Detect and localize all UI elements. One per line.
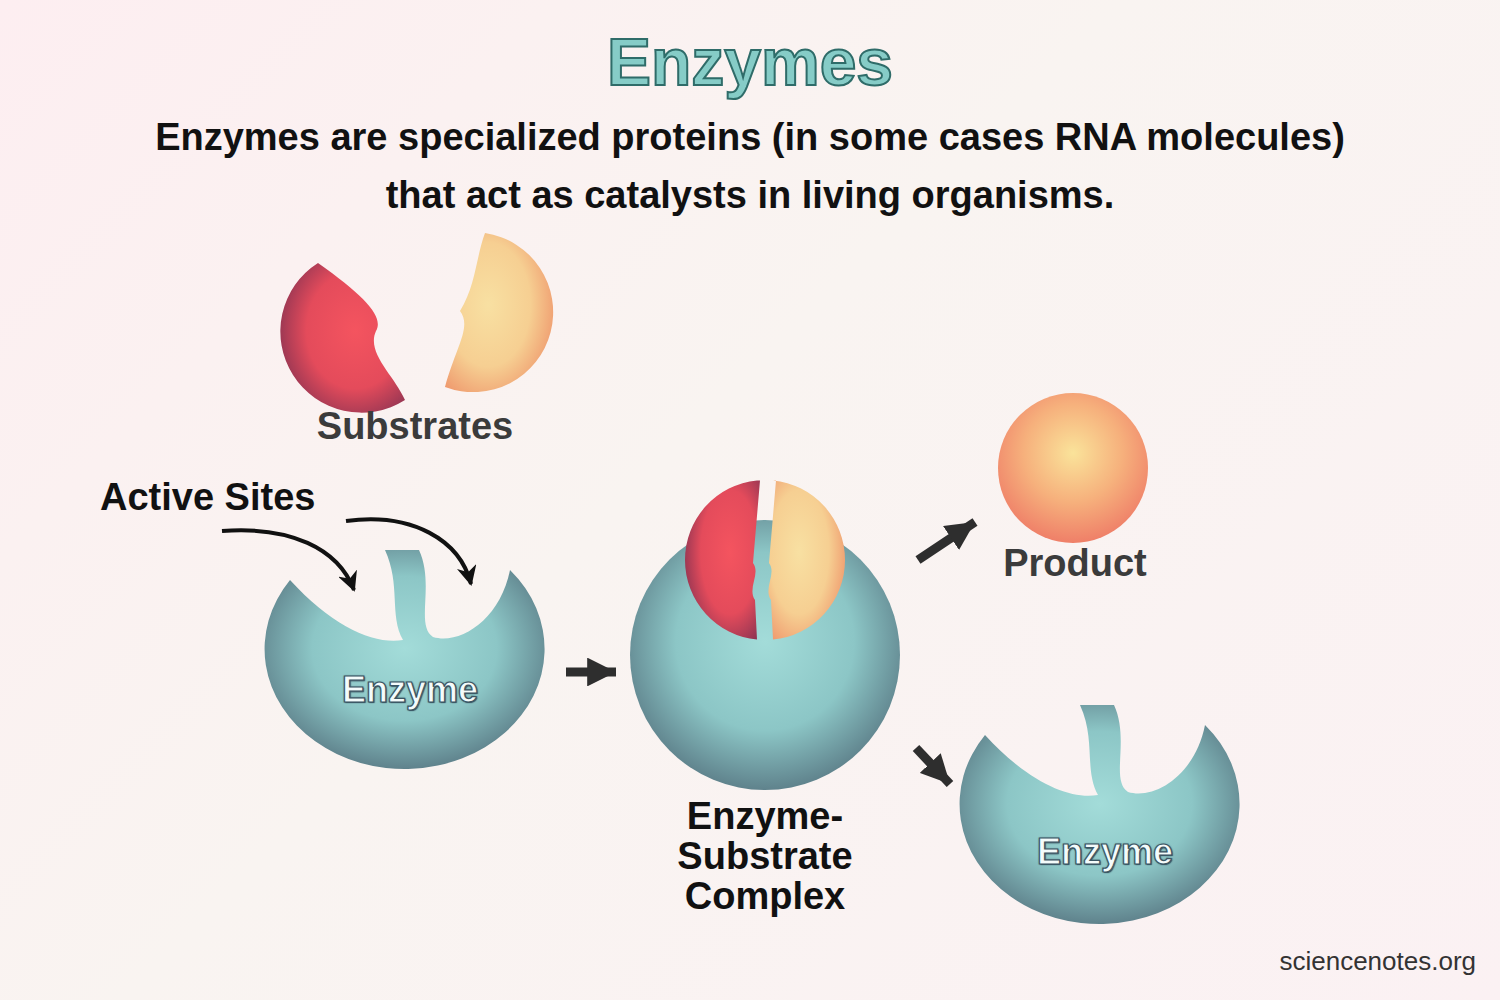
callout-label: Active Sites [100, 474, 315, 520]
enzyme-shape-node: Enzyme [259, 545, 561, 795]
substrate-piece [280, 263, 405, 413]
reaction-arrow [566, 668, 616, 677]
source-watermark: sciencenotes.org [1279, 945, 1476, 977]
product-node: Product [979, 388, 1171, 593]
node-label: Enzyme [259, 668, 561, 712]
substrate-piece [445, 233, 553, 392]
reaction-arrow [918, 522, 975, 560]
node-label: Product [979, 543, 1171, 583]
node-label: Enzyme- Substrate Complex [655, 796, 875, 916]
node-outline [954, 700, 1256, 950]
diagram-title: Enzymes [0, 26, 1500, 98]
substrate-piece [768, 480, 845, 639]
enzyme-shape-node: Enzyme [954, 700, 1256, 950]
enzyme-shape [630, 520, 900, 790]
description-text: Enzymes are specialized proteins (in som… [150, 108, 1350, 224]
enzyme-shape [265, 550, 545, 769]
product-circle [998, 393, 1148, 543]
enzyme-shape [960, 705, 1240, 924]
node-label: Enzyme [954, 830, 1256, 874]
substrates-group: Substrates [264, 225, 566, 460]
substrate-piece [685, 480, 760, 639]
reaction-arrow [916, 748, 950, 784]
enzyme-substrate-complex: Enzyme- Substrate Complex [620, 478, 910, 922]
leader-line [222, 530, 354, 590]
node-label: Substrates [264, 406, 566, 446]
